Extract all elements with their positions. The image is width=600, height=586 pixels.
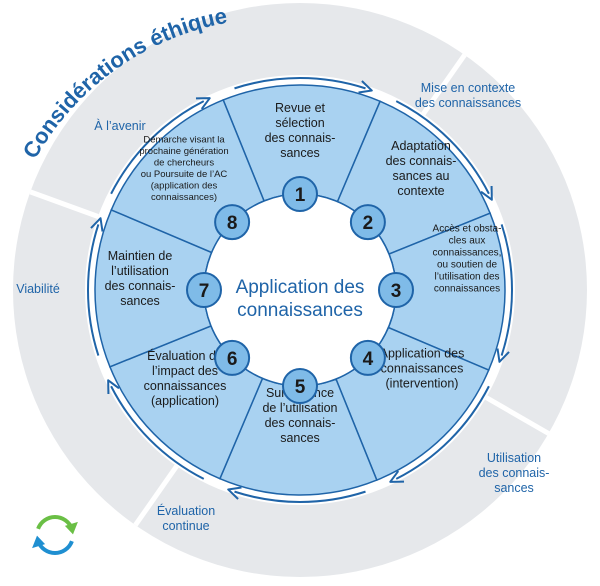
step-badge-1 bbox=[282, 176, 318, 212]
step-4-text-line: Application des bbox=[380, 346, 465, 360]
arrow-icon bbox=[90, 217, 104, 232]
outer-ring-divider bbox=[421, 53, 467, 116]
outer-ring-divider bbox=[484, 395, 550, 436]
step-2-text-line: contexte bbox=[397, 184, 444, 198]
outer-label-future: À l’avenir bbox=[94, 118, 145, 133]
step-4-text-line: connaissances bbox=[381, 361, 464, 375]
outer-label-context: des connaissances bbox=[415, 96, 521, 110]
step-8-text-line: connaissances) bbox=[151, 192, 217, 203]
step-6-text-line: (application) bbox=[151, 394, 219, 408]
outer-label-use: des connais- bbox=[479, 466, 550, 480]
step-5-text-line: sances bbox=[280, 431, 320, 445]
step-badge-7 bbox=[186, 272, 222, 308]
arrow-icon bbox=[496, 348, 510, 363]
outer-label-evaluation: Évaluation bbox=[157, 503, 215, 518]
step-badges: 1 2 3 4 5 6 7 8 bbox=[186, 176, 414, 404]
step-8-text-line: Démarche visant la bbox=[143, 135, 225, 146]
step-badge-8 bbox=[214, 204, 251, 241]
cycle-arrow-6 bbox=[110, 385, 205, 480]
step-7-text-line: des connais- bbox=[105, 279, 176, 293]
step-7-text-line: Maintien de bbox=[108, 249, 173, 263]
step-8-text-line: prochaine génération bbox=[139, 146, 228, 157]
step-2-text-line: des connais- bbox=[386, 154, 457, 168]
step-8-text-line: de chercheurs bbox=[154, 158, 214, 169]
cycle-arrow-8 bbox=[110, 100, 205, 195]
step-number-7: 7 bbox=[199, 281, 210, 302]
step-1-text-line: des connais- bbox=[265, 131, 336, 145]
arrow-icon bbox=[358, 80, 373, 94]
step-5-text-line: des connais- bbox=[265, 416, 336, 430]
step-badge-4 bbox=[349, 339, 386, 376]
step-2-text-line: sances au bbox=[393, 169, 450, 183]
arrow-icon bbox=[195, 97, 211, 110]
outer-label-use: Utilisation bbox=[487, 451, 541, 465]
outer-ring-divider bbox=[29, 189, 99, 219]
step-6-text-line: l’impact des bbox=[152, 364, 218, 378]
cycle-icon-blue-arc bbox=[36, 540, 74, 555]
step-3-text-line: l’utilisation des bbox=[434, 272, 499, 283]
step-3-text-line: connaissances, bbox=[433, 248, 502, 259]
step-1-text-line: sances bbox=[280, 146, 320, 160]
step-number-1: 1 bbox=[295, 185, 306, 206]
cycle-arrow-2 bbox=[395, 100, 490, 195]
step-badge-6 bbox=[214, 339, 251, 376]
step-4-text-line: (intervention) bbox=[386, 376, 459, 390]
cycle-arrow-7 bbox=[87, 224, 100, 356]
center-title-line2: connaissances bbox=[237, 300, 363, 321]
step-8-text-line: (application des bbox=[151, 181, 218, 192]
arrow-icon bbox=[107, 379, 120, 395]
step-3-text-line: Accès et obsta- bbox=[433, 224, 502, 235]
step-badge-2 bbox=[349, 204, 386, 241]
step-8-text-line: ou Poursuite de l’AC bbox=[141, 169, 228, 180]
step-badge-3 bbox=[378, 272, 414, 308]
arrow-icon bbox=[389, 470, 405, 483]
step-6-text-line: Évaluation de bbox=[147, 348, 223, 363]
cycle-icon-green-arc bbox=[36, 515, 74, 530]
cycle-arrow-4 bbox=[395, 385, 490, 480]
step-3-text-line: connaissances bbox=[434, 284, 500, 295]
outer-label-evaluation: continue bbox=[162, 519, 209, 533]
cycle-arrow-1 bbox=[234, 77, 366, 90]
cycle-arrows bbox=[87, 77, 513, 503]
outer-label-sustain: Viabilité bbox=[16, 282, 60, 296]
arrow-icon bbox=[227, 486, 242, 500]
step-number-2: 2 bbox=[363, 213, 374, 234]
outer-ring-divider bbox=[133, 464, 179, 527]
step-3-text-line: ou soutien de bbox=[437, 260, 497, 271]
cycle-icon-blue-head bbox=[32, 535, 46, 549]
cycle-icon-green-head bbox=[64, 521, 78, 535]
step-number-6: 6 bbox=[227, 349, 238, 370]
outer-label-context: Mise en contexte bbox=[421, 81, 516, 95]
arrow-icon bbox=[480, 185, 493, 201]
step-badge-5 bbox=[282, 368, 318, 404]
step-number-4: 4 bbox=[363, 349, 374, 370]
step-number-8: 8 bbox=[227, 213, 238, 234]
step-7-text-line: l’utilisation bbox=[111, 264, 169, 278]
step-number-5: 5 bbox=[295, 377, 306, 398]
step-1-text-line: sélection bbox=[275, 116, 324, 130]
cycle-arrow-5 bbox=[234, 490, 366, 503]
step-2-text-line: Adaptation bbox=[391, 139, 451, 153]
step-5-text-line: de l’utilisation bbox=[262, 401, 337, 415]
step-3-text-line: cles aux bbox=[449, 236, 486, 247]
step-number-3: 3 bbox=[391, 281, 402, 302]
cycle-icon bbox=[32, 515, 78, 555]
step-7-text-line: sances bbox=[120, 294, 160, 308]
outer-label-use: sances bbox=[494, 481, 534, 495]
step-6-text-line: connaissances bbox=[144, 379, 227, 393]
step-1-text-line: Revue et bbox=[275, 101, 326, 115]
outer-dividers bbox=[29, 53, 550, 527]
cycle-arrow-3 bbox=[500, 224, 513, 356]
center-title-line1: Application des bbox=[236, 277, 365, 298]
